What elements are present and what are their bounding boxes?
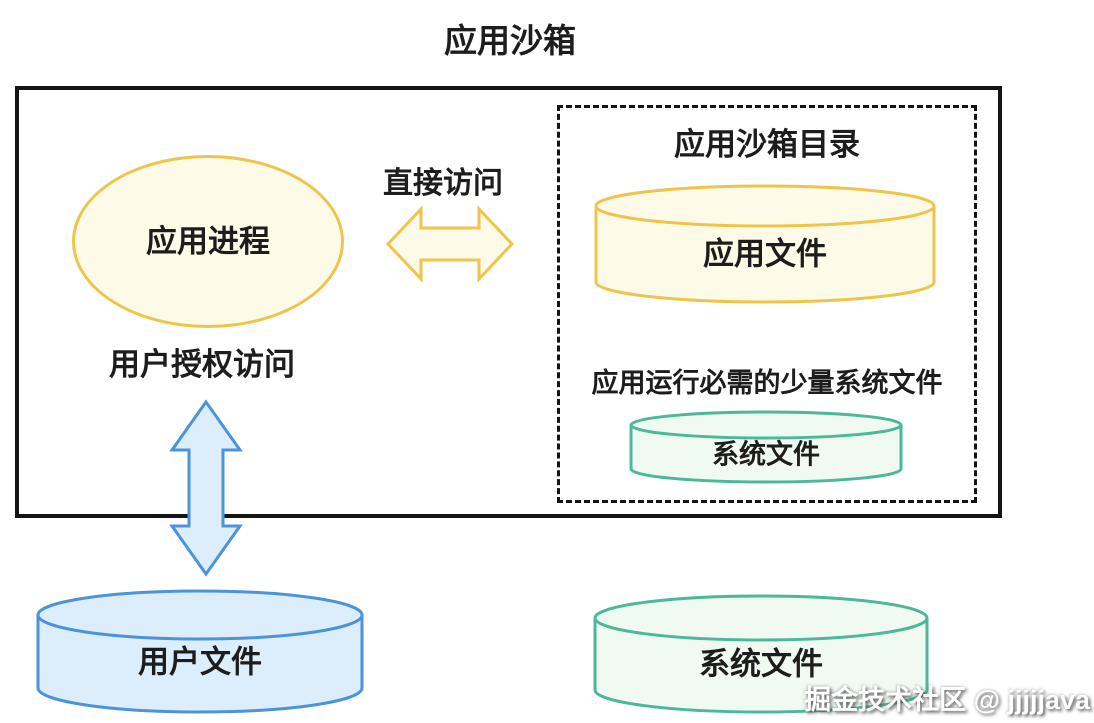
watermark: 掘金技术社区 @ jjjjjava [804, 685, 1090, 715]
sandbox-boundary-box [15, 86, 1002, 518]
user-auth-label: 用户授权访问 [109, 347, 295, 382]
app-process-node: 应用进程 [72, 155, 344, 328]
direct-access-arrow-icon [385, 205, 515, 283]
user-files-label: 用户文件 [138, 644, 262, 680]
system-files-cylinder: 系统文件 [592, 593, 930, 715]
sandbox-directory-box [557, 105, 977, 503]
user-auth-arrow-icon [169, 399, 243, 577]
cylinder-shape [593, 594, 929, 714]
app-files-label: 应用文件 [703, 236, 827, 272]
sandbox-directory-title: 应用沙箱目录 [674, 127, 860, 162]
cylinder-shape [629, 410, 903, 484]
cylinder-shape [36, 589, 364, 714]
system-files-label: 系统文件 [699, 646, 823, 682]
diagram-title: 应用沙箱 [444, 22, 576, 59]
cylinder-shape [594, 184, 936, 304]
app-files-cylinder: 应用文件 [593, 183, 937, 305]
app-process-label: 应用进程 [146, 223, 270, 259]
direct-access-label: 直接访问 [383, 167, 503, 200]
system-files-note: 应用运行必需的少量系统文件 [591, 368, 943, 398]
sandbox-system-files-label: 系统文件 [712, 439, 820, 470]
user-files-cylinder: 用户文件 [35, 588, 365, 715]
sandbox-system-files-cylinder: 系统文件 [628, 409, 904, 485]
